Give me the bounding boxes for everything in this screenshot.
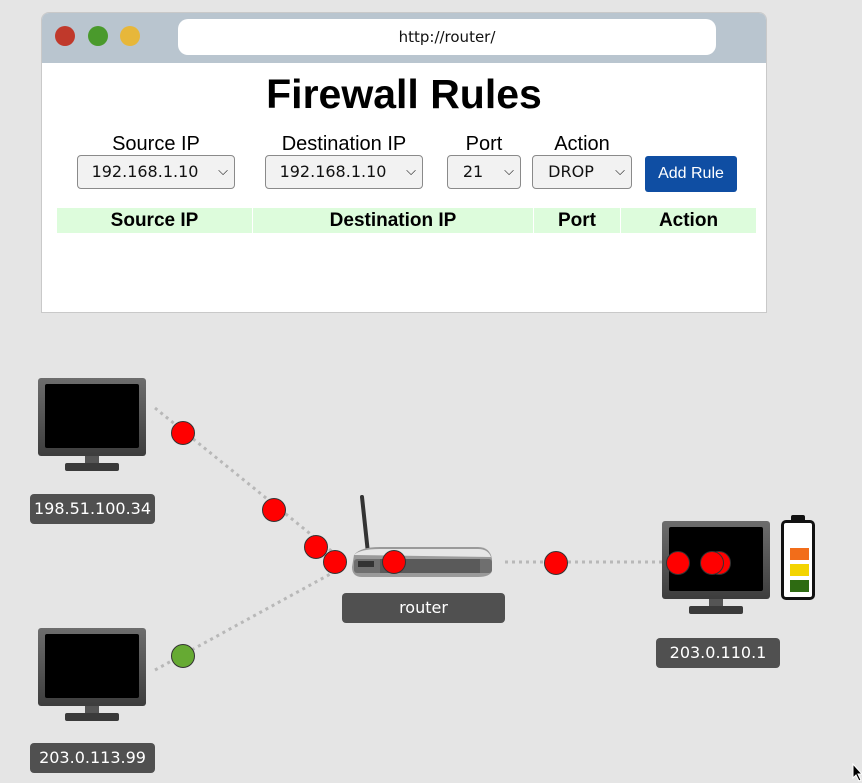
computer-icon-host-1[interactable] — [38, 378, 148, 473]
port-select[interactable]: 21 ⌵ — [447, 155, 521, 189]
chevron-down-icon: ⌵ — [406, 164, 416, 179]
page-title: Firewall Rules — [266, 71, 542, 117]
browser-window: http://router/ Firewall Rules Source IP … — [41, 12, 767, 313]
packet-red — [382, 550, 406, 574]
column-header-source-ip: Source IP — [57, 208, 253, 233]
action-select[interactable]: DROP ⌵ — [532, 155, 632, 189]
chevron-down-icon: ⌵ — [504, 164, 514, 179]
battery-cap — [791, 515, 805, 521]
source-ip-select[interactable]: 192.168.1.10 ⌵ — [77, 155, 235, 189]
router-label: router — [342, 593, 505, 623]
battery-icon — [781, 520, 815, 600]
column-header-action: Action — [658, 210, 719, 231]
column-header-destination-ip: Destination IP — [253, 208, 534, 233]
column-header-port: Port — [534, 208, 621, 233]
chevron-down-icon: ⌵ — [615, 164, 625, 179]
minimize-window-dot[interactable] — [120, 26, 140, 46]
router-icon[interactable] — [350, 495, 496, 580]
packet-green — [171, 644, 195, 668]
packet-red — [544, 551, 568, 575]
maximize-window-dot[interactable] — [88, 26, 108, 46]
chevron-down-icon: ⌵ — [218, 164, 228, 179]
source-ip-label: Source IP — [112, 133, 200, 155]
mouse-cursor-icon — [852, 763, 862, 782]
packet-red — [262, 498, 286, 522]
packet-red — [700, 551, 724, 575]
port-label: Port — [465, 133, 503, 155]
destination-ip-value: 192.168.1.10 — [279, 162, 387, 181]
host-3-ip-label: 203.0.110.1 — [656, 638, 780, 668]
host-1-ip-label: 198.51.100.34 — [30, 494, 155, 524]
action-label: Action — [554, 133, 610, 155]
packet-red — [171, 421, 195, 445]
computer-icon-host-2[interactable] — [38, 628, 148, 723]
packet-red — [323, 550, 347, 574]
source-ip-value: 192.168.1.10 — [91, 162, 199, 181]
destination-ip-label: Destination IP — [281, 133, 407, 155]
close-window-dot[interactable] — [55, 26, 75, 46]
browser-titlebar: http://router/ — [42, 13, 766, 63]
url-bar[interactable]: http://router/ — [178, 19, 716, 55]
port-value: 21 — [462, 162, 484, 181]
destination-ip-select[interactable]: 192.168.1.10 ⌵ — [265, 155, 423, 189]
action-value: DROP — [548, 162, 594, 181]
rules-table-header: Source IP Destination IP Port Action — [57, 208, 756, 233]
host-2-ip-label: 203.0.113.99 — [30, 743, 155, 773]
packet-red — [666, 551, 690, 575]
add-rule-button[interactable]: Add Rule — [645, 156, 737, 192]
